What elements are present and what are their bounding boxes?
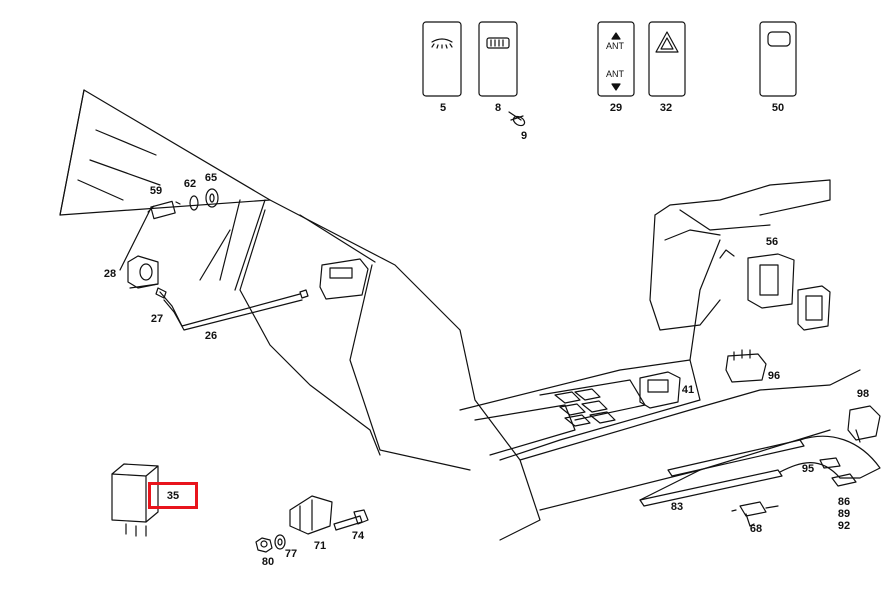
label-86: 86 (837, 496, 851, 508)
label-86-89-92: 86 89 92 (838, 496, 850, 532)
label-74: 74 (351, 530, 365, 542)
part-80-nut (255, 537, 273, 553)
part-35-relay[interactable] (111, 463, 159, 537)
part-56-switch (797, 285, 831, 331)
label-41: 41 (681, 384, 695, 396)
switch-29[interactable] (597, 21, 635, 97)
part-68 (731, 501, 779, 527)
part-95 (819, 457, 841, 469)
part-59 (147, 200, 181, 220)
dashboard-console (59, 89, 861, 541)
label-89: 89 (837, 508, 851, 520)
label-9: 9 (520, 130, 528, 142)
label-71: 71 (313, 540, 327, 552)
part-86 (831, 473, 857, 487)
part-71-bracket (289, 495, 333, 535)
label-59: 59 (149, 185, 163, 197)
part-83-cable (639, 435, 881, 507)
label-92: 92 (837, 520, 851, 532)
label-56: 56 (765, 236, 779, 248)
ant-down-label: ANT (606, 69, 624, 79)
label-28: 28 (103, 268, 117, 280)
part-28 (127, 255, 159, 289)
label-77: 77 (284, 548, 298, 560)
label-80: 80 (261, 556, 275, 568)
label-8: 8 (494, 102, 502, 114)
ant-up-label: ANT (606, 41, 624, 51)
part-56 (719, 249, 795, 309)
label-35[interactable]: 35 (166, 490, 180, 502)
part-74-bolt (333, 509, 369, 531)
highlight-box-35 (148, 482, 198, 509)
part-62 (189, 195, 199, 211)
label-32: 32 (659, 102, 673, 114)
part-98 (847, 405, 881, 443)
label-65: 65 (204, 172, 218, 184)
label-26: 26 (204, 330, 218, 342)
switch-32[interactable] (648, 21, 686, 97)
part-96 (725, 349, 767, 383)
label-95: 95 (801, 463, 815, 475)
label-50: 50 (771, 102, 785, 114)
part-65 (205, 188, 219, 208)
part-26-rod (155, 287, 309, 331)
label-96: 96 (767, 370, 781, 382)
label-68: 68 (749, 523, 763, 535)
label-98: 98 (856, 388, 870, 400)
switch-50[interactable] (759, 21, 797, 97)
part-41 (639, 371, 681, 409)
label-29: 29 (609, 102, 623, 114)
label-27: 27 (150, 313, 164, 325)
label-62: 62 (183, 178, 197, 190)
bulb-9 (508, 111, 526, 127)
label-83: 83 (670, 501, 684, 513)
switch-5[interactable] (422, 21, 462, 97)
console-connector (319, 258, 369, 300)
label-5: 5 (439, 102, 447, 114)
switch-8[interactable] (478, 21, 518, 97)
part-77-washer (274, 534, 286, 550)
